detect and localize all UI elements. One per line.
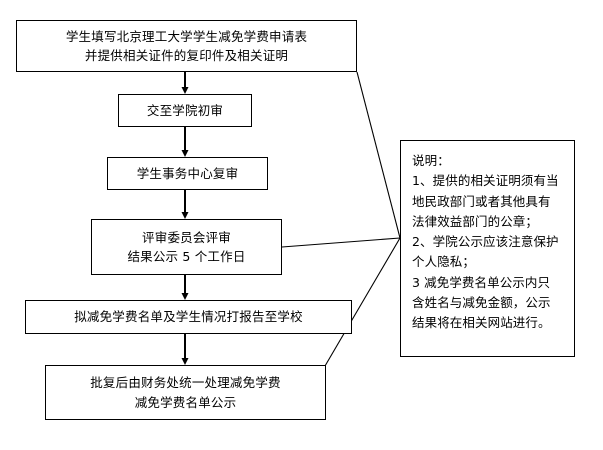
note-line-1: 说明： <box>412 153 450 168</box>
link-finance-to-note <box>324 237 401 367</box>
node-committee-review-line-1: 评审委员会评审 <box>142 229 231 245</box>
note-line-8: 含姓名与减免金额，公示 <box>412 294 551 310</box>
node-report-to-school-line-1: 拟减免学费名单及学生情况打报告至学校 <box>74 309 303 325</box>
node-student-affairs-recheck: 学生事务中心复审 <box>107 157 268 190</box>
note-line-5: 2、学院公示应该注意保护 <box>412 234 559 249</box>
note-line-3: 地民政部门或者其他具有 <box>412 193 551 209</box>
note-line-6: 个人隐私； <box>412 254 476 270</box>
node-report-to-school: 拟减免学费名单及学生情况打报告至学校 <box>25 300 352 334</box>
node-committee-review: 评审委员会评审 结果公示 5 个工作日 <box>91 219 282 275</box>
node-finance-process: 批复后由财务处统一处理减免学费 减免学费名单公示 <box>45 365 326 420</box>
node-apply-form-line-2: 并提供相关证件的复印件及相关证明 <box>84 48 289 63</box>
note-line-4: 法律效益部门的公章； <box>412 213 539 229</box>
node-apply-form: 学生填写北京理工大学学生减免学费申请表 并提供相关证件的复印件及相关证明 <box>16 20 357 72</box>
link-committee-to-note <box>281 237 401 248</box>
note-box-explanation: 说明： 1、提供的相关证明须有当 地民政部门或者其他具有 法律效益部门的公章； … <box>400 140 575 357</box>
note-line-2: 1、提供的相关证明须有当 <box>412 173 559 189</box>
note-line-7: 3 减免学费名单公示内只 <box>412 274 551 290</box>
node-apply-form-line-1: 学生填写北京理工大学学生减免学费申请表 <box>65 28 308 44</box>
node-committee-review-line-2: 结果公示 5 个工作日 <box>127 249 246 264</box>
link-apply-to-note <box>356 71 401 239</box>
node-finance-process-line-2: 减免学费名单公示 <box>134 394 237 410</box>
node-college-first-review-line-1: 交至学院初审 <box>146 102 224 118</box>
node-college-first-review: 交至学院初审 <box>118 94 252 127</box>
node-finance-process-line-1: 批复后由财务处统一处理减免学费 <box>90 375 281 391</box>
note-line-9: 结果将在相关网站进行。 <box>412 315 551 330</box>
node-student-affairs-recheck-line-1: 学生事务中心复审 <box>136 165 239 181</box>
